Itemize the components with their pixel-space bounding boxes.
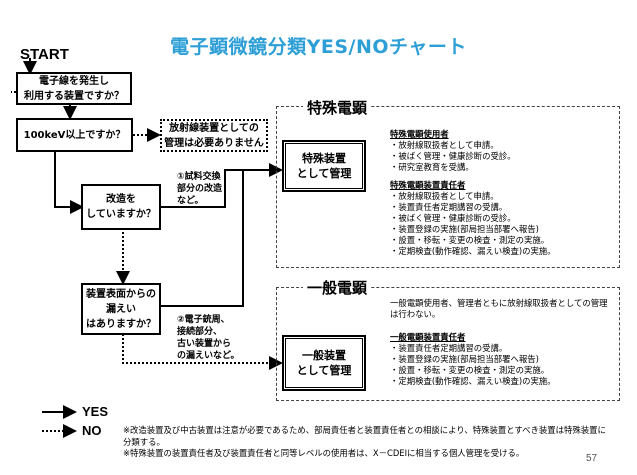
question-electron-beam: 電子線を発生し 利用する装置ですか？ [16,72,132,105]
special-manager-list: 特殊電顕装置責任者 ・放射線取扱者として申請。 ・装置責任者定期講習の受講。 ・… [390,180,556,257]
note-modified-devices: ※改造装置及び中古装置は注意が必要であるため、部局責任者と装置責任者との相談によ… [123,425,606,447]
list-item: ・設置・移転・変更の検査・測定の実施。 [390,365,550,375]
special-user-heading: 特殊電顕使用者 [390,129,449,139]
list-item: ・装置責任者定期講習の受講。 [390,202,508,212]
note-personal-management: ※特殊装置の装置責任者及び装置責任者と同等レベルの使用者は、X－CDEIに相当す… [123,448,525,458]
legend-yes: YES [82,404,109,419]
general-em-title: 一般電顕 [303,277,372,298]
leakage-note: ②電子銃周、 接続部分、 古い装置から の漏えいなど。 [177,315,240,361]
general-manager-heading: 一般電顕装置責任者 [390,332,466,342]
page-title: 電子顕微鏡分類YES/NOチャート [170,36,467,58]
start-label: START [20,46,69,63]
page-number: 57 [586,453,598,464]
special-em-region [276,106,620,268]
list-item: ・装置登録の実施(部局担当部署へ報告) [390,354,539,364]
general-user-note: 一般電顕使用者、管理者ともに放射線取扱者としての管理 は行わない。 [390,298,608,319]
list-item: ・被ばく管理・健康診断の受診。 [390,213,516,223]
general-device-box: 一般装置 として管理 [282,335,366,391]
question-leakage: 装置表面からの 漏えい はありますか？ [81,283,161,335]
list-item: ・研究室教育を受講。 [390,162,474,172]
list-item: ・定期検査(動作確認、漏えい検査)の実施。 [390,376,556,386]
special-device-box: 特殊装置 として管理 [282,140,366,192]
general-manager-list: 一般電顕装置責任者 ・装置責任者定期講習の受講。 ・装置登録の実施(部局担当部署… [390,332,556,387]
list-item: ・装置登録の実施(部局担当部署へ報告) [390,224,539,234]
list-item: ・定期検査(動作確認、漏えい検査)の実施。 [390,246,556,256]
list-item: ・被ばく管理・健康診断の受診。 [390,151,516,161]
special-user-list: 特殊電顕使用者 ・放射線取扱者として申請。 ・被ばく管理・健康診断の受診。 ・研… [390,129,516,173]
question-modified: 改造を していますか？ [81,184,161,230]
general-em-region [276,287,620,401]
special-manager-heading: 特殊電顕装置責任者 [390,180,466,190]
list-item: ・装置責任者定期講習の受講。 [390,343,508,353]
legend-no: NO [82,423,102,438]
modified-note: ①試料交換 部分の改造 など。 [177,172,223,206]
list-item: ・放射線取扱者として申請。 [390,140,499,150]
list-item: ・設置・移転・変更の検査・測定の実施。 [390,235,550,245]
list-item: ・放射線取扱者として申請。 [390,191,499,201]
question-100kev: 100keV以上ですか？ [16,118,133,152]
no-regulation-box: 放射線装置としての 管理は必要ありません [160,119,268,152]
special-em-title: 特殊電顕 [303,97,372,118]
